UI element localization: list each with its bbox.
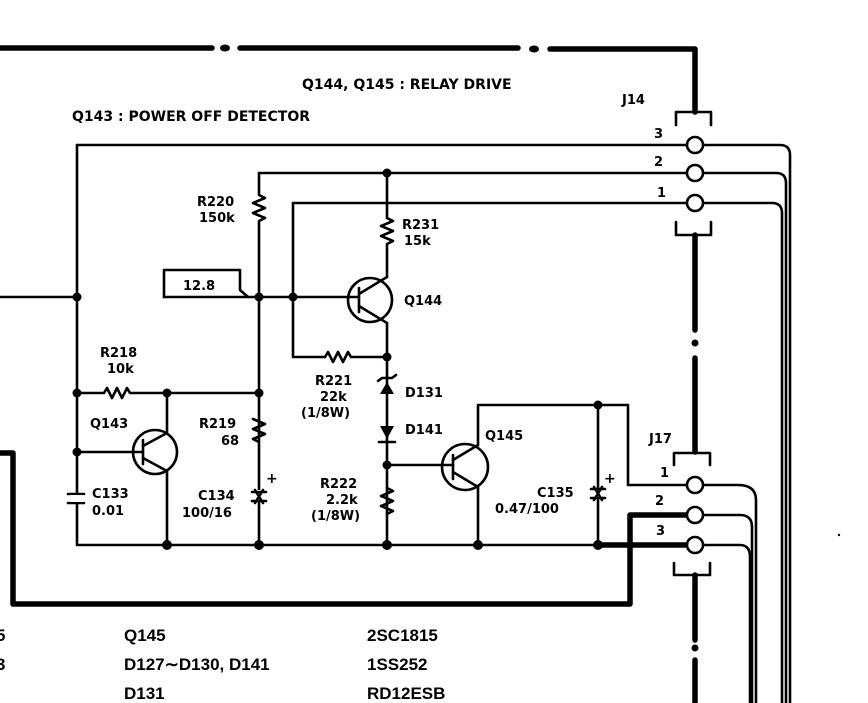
j17-pin-3 <box>685 535 705 555</box>
j14-harness-3 <box>702 143 792 703</box>
zener-d131: D131 <box>376 373 443 401</box>
q144-ref: Q144 <box>404 294 442 309</box>
parts-table: 5 3 Q145 2SC1815 D127∼D130, D141 1SS252 … <box>0 626 445 703</box>
r222-value: 2.2k <box>326 493 358 508</box>
part-ref: Q145 <box>124 626 166 645</box>
c133-value: 0.01 <box>92 504 124 519</box>
j14-harness-2 <box>702 171 788 703</box>
part-number: 1SS252 <box>367 655 428 674</box>
c134-ref: C134 <box>198 489 235 504</box>
j14-harness-1 <box>702 201 784 703</box>
part-ref: D127∼D130, D141 <box>124 655 270 674</box>
j14-pin-1-label: 1 <box>657 186 666 201</box>
c135-value: 0.47/100 <box>495 502 559 517</box>
transistor-q143: Q143 <box>75 391 179 547</box>
c134-polarity: + <box>266 471 278 487</box>
resistor-r231: R231 15k <box>379 171 439 279</box>
resistor-r222: R222 2.2k (1/8W) <box>311 477 395 524</box>
resistor-r220: R220 150k <box>197 171 267 547</box>
j17-pin-1 <box>685 475 705 495</box>
capacitor-c133: C133 0.01 <box>66 487 129 519</box>
voltage-test-point: 12.8 <box>162 268 250 299</box>
voltage-value: 12.8 <box>183 279 215 294</box>
j14-pin-3 <box>685 135 705 155</box>
j14-pin-3-label: 3 <box>654 127 663 142</box>
top-bus-wire <box>0 44 698 115</box>
c135-ref: C135 <box>537 486 574 501</box>
r219-value: 68 <box>221 434 239 449</box>
d131-ref: D131 <box>405 386 443 401</box>
connector-j17: J17 1 2 3 <box>648 432 712 703</box>
ground-rail <box>75 143 602 547</box>
j17-harness-3 <box>702 543 752 703</box>
r218-ref: R218 <box>100 346 137 361</box>
d141-ref: D141 <box>405 423 443 438</box>
thick-ground-loop <box>0 450 689 607</box>
r231-ref: R231 <box>402 218 439 233</box>
relay-drive-title: Q144, Q145 : RELAY DRIVE <box>302 77 512 93</box>
j17-pin-1-label: 1 <box>660 466 669 481</box>
r220-ref: R220 <box>197 195 234 210</box>
r220-value: 150k <box>199 211 235 226</box>
left-fragment: 5 <box>0 626 5 645</box>
c133-ref: C133 <box>92 487 129 502</box>
left-fragment: 3 <box>0 655 5 674</box>
r221-value: 22k <box>320 390 347 405</box>
j17-pin-2 <box>685 505 705 525</box>
power-off-detector-title: Q143 : POWER OFF DETECTOR <box>72 109 310 125</box>
r231-value: 15k <box>404 234 431 249</box>
q145-ref: Q145 <box>485 429 523 444</box>
j17-pin-3-label: 3 <box>656 524 665 539</box>
r221-rating: (1/8W) <box>301 406 350 421</box>
c135-polarity: + <box>604 471 616 487</box>
transistor-q145: Q145 <box>440 429 523 492</box>
r222-rating: (1/8W) <box>311 509 360 524</box>
resistor-r218: R218 10k <box>75 346 261 400</box>
r221-ref: R221 <box>315 374 352 389</box>
j14-label: J14 <box>621 93 645 108</box>
j17-harness-1 <box>702 483 758 703</box>
part-number: RD12ESB <box>367 684 445 703</box>
j17-pin-2-label: 2 <box>655 494 664 509</box>
j14-pin-2 <box>685 163 705 183</box>
capacitor-c135: + C135 0.47/100 <box>495 403 616 547</box>
r219-ref: R219 <box>199 417 236 432</box>
j17-label: J17 <box>648 432 672 447</box>
connector-j14: J14 3 2 1 <box>621 93 713 455</box>
capacitor-c134: + C134 100/16 <box>182 471 278 521</box>
part-number: 2SC1815 <box>367 626 438 645</box>
part-ref: D131 <box>124 684 165 703</box>
resistor-r221: R221 22k (1/8W) <box>301 350 389 421</box>
r222-ref: R222 <box>320 477 357 492</box>
q143-ref: Q143 <box>90 417 128 432</box>
j14-pin-1 <box>685 193 705 213</box>
c134-value: 100/16 <box>182 506 232 521</box>
r218-value: 10k <box>107 362 134 377</box>
j14-pin-2-label: 2 <box>654 155 663 170</box>
resistor-r219: R219 68 <box>199 417 267 449</box>
transistor-q144: Q144 <box>346 275 442 325</box>
diode-d141: D141 <box>377 423 443 444</box>
j17-harness-2 <box>702 513 754 703</box>
